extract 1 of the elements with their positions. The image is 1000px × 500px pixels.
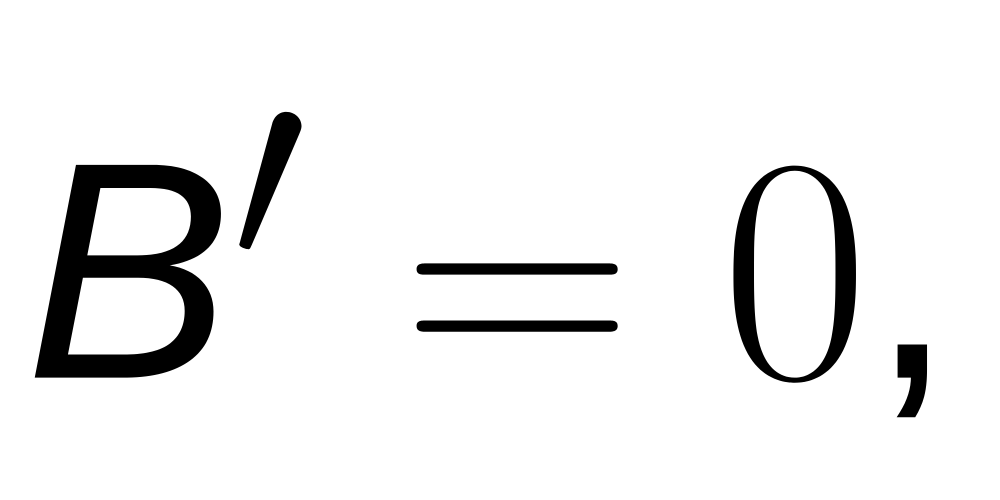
formula: $B' = 0,$ xyxy=(34,112,928,418)
